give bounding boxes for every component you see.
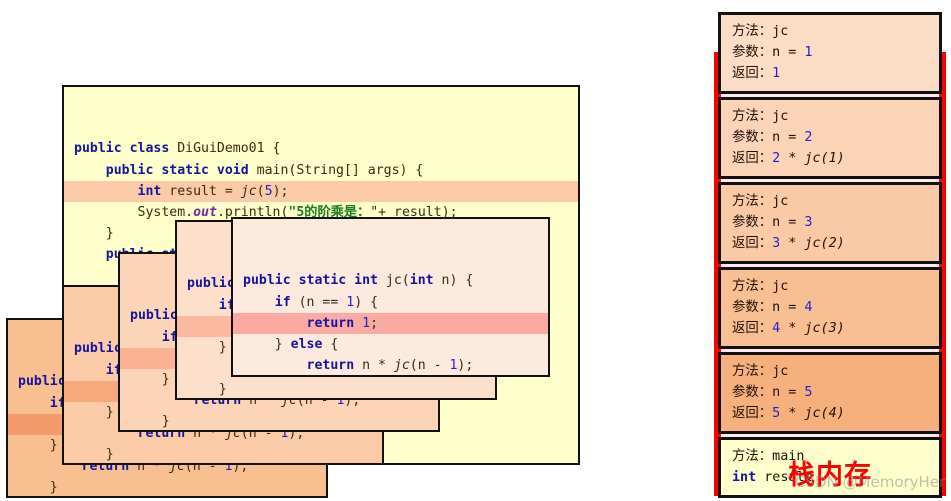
frame-jc-2[interactable]: 方法：jc 参数：n = 2 返回：2 * jc(1) <box>718 97 942 179</box>
code-line: } <box>105 226 114 242</box>
frame-return-line: 返回：4 * jc(3) <box>732 321 845 336</box>
frame-jc-4[interactable]: 方法：jc 参数：n = 4 返回：4 * jc(3) <box>718 267 942 349</box>
frame-return-value: 2 <box>772 151 781 166</box>
frame-method-line: 方法：jc <box>732 279 789 294</box>
code-line: } <box>161 414 170 430</box>
frame-param-line: 参数：n = 2 <box>732 130 813 145</box>
frame-return-line: 返回：2 * jc(1) <box>732 151 845 166</box>
code-token-kw: int <box>409 273 442 289</box>
code-line: return 1; <box>233 312 548 335</box>
code-token-kw: public static void <box>105 162 257 178</box>
frame-return-value: 4 <box>772 321 781 336</box>
frame-jc-1[interactable]: 方法：jc 参数：n = 1 返回：1 <box>718 12 942 94</box>
code-line: public static void main(String[] args) { <box>105 162 424 178</box>
frame-return-call: * jc(4) <box>780 406 845 421</box>
code-token-kw: int <box>137 183 170 199</box>
frame-return-line: 返回：5 * jc(4) <box>732 406 845 421</box>
code-token-kw: return <box>306 315 363 331</box>
code-token-num: 1 <box>224 459 233 475</box>
frame-main[interactable]: 方法：main int result <box>718 437 942 498</box>
frame-param-value: 4 <box>804 300 813 315</box>
frame-method-line: 方法：jc <box>732 194 789 209</box>
frame-variable-line: int result <box>732 470 813 485</box>
frame-return-value: 1 <box>772 66 781 81</box>
frame-param-line: 参数：n = 4 <box>732 300 813 315</box>
frame-return-call: * jc(2) <box>780 236 845 251</box>
frame-param-line: 参数：n = 1 <box>732 45 813 60</box>
frame-return-call: * jc(1) <box>780 151 845 166</box>
frame-param-value: 2 <box>804 130 813 145</box>
frame-method-line: 方法：jc <box>732 109 789 124</box>
code-line: int result = jc(5); <box>64 180 578 203</box>
frame-method-line: 方法：jc <box>732 24 789 39</box>
code-token-num: 1 <box>362 315 371 331</box>
stack-frame-list: 方法：jc 参数：n = 1 返回：1 方法：jc 参数：n = 2 返回：2 * jc(… <box>718 12 942 501</box>
code-line: System.out.println("5的阶乘是："+ result); <box>137 205 458 221</box>
frame-jc-5[interactable]: 方法：jc 参数：n = 5 返回：5 * jc(4) <box>718 352 942 434</box>
code-token-kw: if <box>49 395 66 411</box>
code-token-kw: public static int <box>243 273 386 289</box>
code-line: public static int jc(int n) { <box>243 273 474 289</box>
frame-return-value: 5 <box>772 406 781 421</box>
code-token-num: 1 <box>336 393 345 409</box>
code-line: } else { <box>274 337 339 353</box>
code-token-kw: if <box>105 362 122 378</box>
frame-jc-3[interactable]: 方法：jc 参数：n = 3 返回：3 * jc(2) <box>718 182 942 264</box>
code-token-fn: jc <box>240 183 257 199</box>
code-line: } <box>105 447 114 463</box>
code-token-num: 1 <box>346 294 355 310</box>
code-token-fn: jc <box>393 358 410 374</box>
frame-param-value: 1 <box>804 45 813 60</box>
code-card-recursion-1[interactable]: public static int jc(int n) { if (n == 1… <box>231 217 550 377</box>
code-token-kw: public class <box>74 141 178 157</box>
code-token-kw: if <box>161 329 186 345</box>
code-token-str: "5的阶乘是： <box>288 205 371 221</box>
frame-return-value: 3 <box>772 236 781 251</box>
code-line: return n * jc(n - 1); <box>306 358 474 374</box>
frame-return-line: 返回：3 * jc(2) <box>732 236 845 251</box>
code-token-kw: else <box>290 337 323 353</box>
frame-method-line: 方法：main <box>732 449 805 464</box>
watermark: CSDN @MemoryHer <box>795 473 946 491</box>
frame-variable-keyword: int <box>732 470 757 485</box>
frame-param-value: 3 <box>804 215 813 230</box>
code-token-kw: if <box>218 297 235 313</box>
code-token-num: 1 <box>449 358 458 374</box>
code-token-kw: return <box>306 358 363 374</box>
frame-param-line: 参数：n = 3 <box>732 215 813 230</box>
code-line: if (n == 1) { <box>274 294 379 310</box>
code-token-num: 1 <box>280 426 289 442</box>
code-line: } <box>233 376 548 377</box>
code-block-1: public static int jc(int n) { if (n == 1… <box>233 261 548 377</box>
code-token-num: 5 <box>264 183 273 199</box>
code-token-kw: if <box>274 294 299 310</box>
frame-param-value: 5 <box>804 385 813 400</box>
frame-method-line: 方法：jc <box>732 364 789 379</box>
frame-param-line: 参数：n = 5 <box>732 385 813 400</box>
code-line: public class DiGuiDemo01 { <box>74 141 281 157</box>
frame-return-line: 返回：1 <box>732 66 781 81</box>
frame-return-call: * jc(3) <box>780 321 845 336</box>
code-token-fld: out <box>193 205 217 221</box>
code-line: } <box>218 382 227 398</box>
code-line: } <box>49 480 58 496</box>
